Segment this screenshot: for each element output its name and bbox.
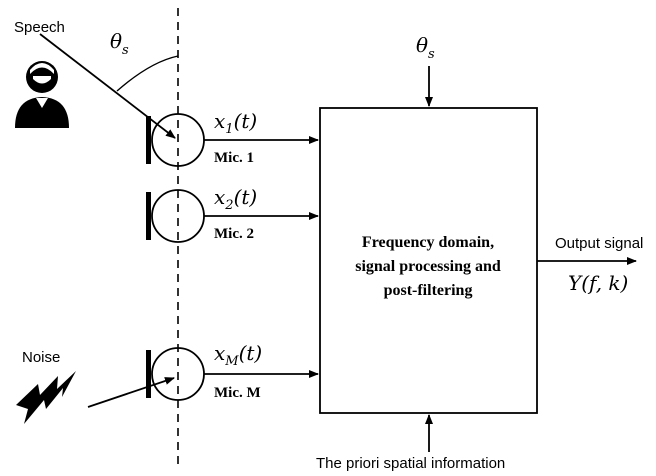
mic-m-label: Mic. M <box>214 385 261 401</box>
noise-arrow <box>87 377 175 408</box>
mic-m-symbol <box>146 347 205 401</box>
mic-m-signal: xM(t) <box>214 341 262 369</box>
speech-arrow <box>39 33 176 139</box>
processing-line-2: signal processing and <box>355 258 501 275</box>
bottom-input-label: The priori spatial information <box>316 455 505 472</box>
processing-line-3: post-filtering <box>384 282 473 299</box>
processing-line-1: Frequency domain, <box>362 234 494 251</box>
top-theta-label: θs <box>416 33 435 62</box>
mic-2-signal: x2(t) <box>214 185 257 213</box>
processing-block <box>319 107 538 414</box>
output-label: Output signal <box>555 235 643 252</box>
mic-2-symbol <box>146 189 205 243</box>
output-formula: Y(f, k) <box>568 271 628 295</box>
mic-1-signal: x1(t) <box>214 109 257 137</box>
angle-arc <box>116 55 179 92</box>
angle-theta-label: θs <box>110 29 129 58</box>
mic-1-label: Mic. 1 <box>214 150 254 166</box>
mic-2-label: Mic. 2 <box>214 226 254 242</box>
speech-label: Speech <box>14 19 65 36</box>
noise-label: Noise <box>22 349 60 366</box>
noise-lightning-icon <box>16 371 76 424</box>
speaker-person-icon <box>15 61 69 128</box>
